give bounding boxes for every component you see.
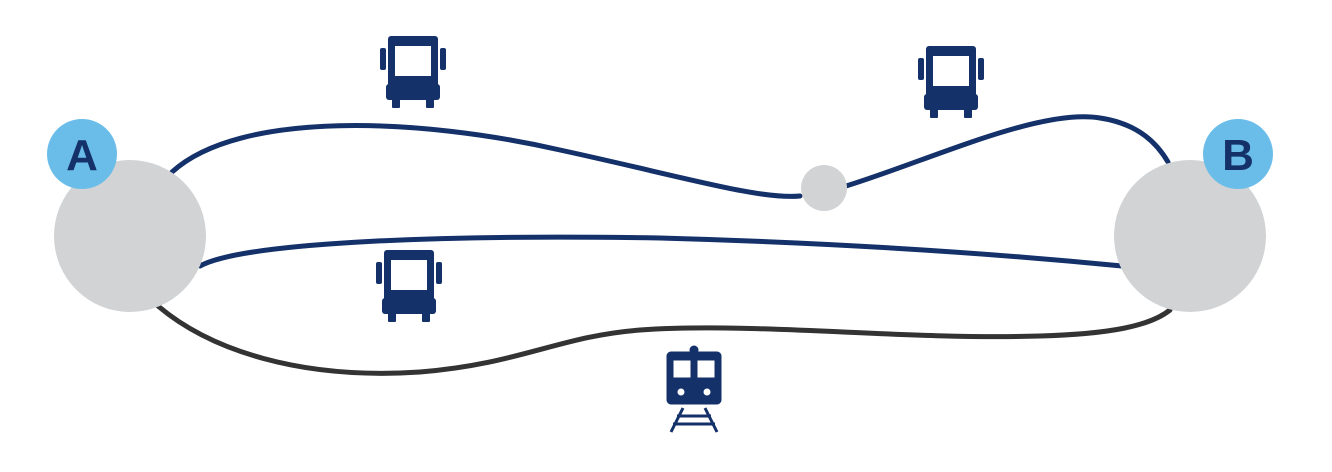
bus-route-via-transfer: [169, 123, 803, 199]
origin-label: A: [66, 131, 98, 180]
bus-route-via-transfer-second-leg: [843, 114, 1171, 189]
destination-label: B: [1222, 131, 1254, 180]
destination-node: [1114, 160, 1266, 312]
origin-node: [54, 160, 206, 312]
destination-badge: B: [1203, 119, 1273, 189]
train-icon: [665, 344, 723, 434]
origin-badge: A: [47, 119, 117, 189]
bus-icon: [918, 46, 984, 118]
bus-route-direct: [197, 234, 1125, 269]
transfer-node: [801, 165, 847, 211]
bus-icon: [376, 250, 442, 322]
rail-route-direct: [155, 303, 1173, 376]
bus-icon: [380, 36, 446, 108]
